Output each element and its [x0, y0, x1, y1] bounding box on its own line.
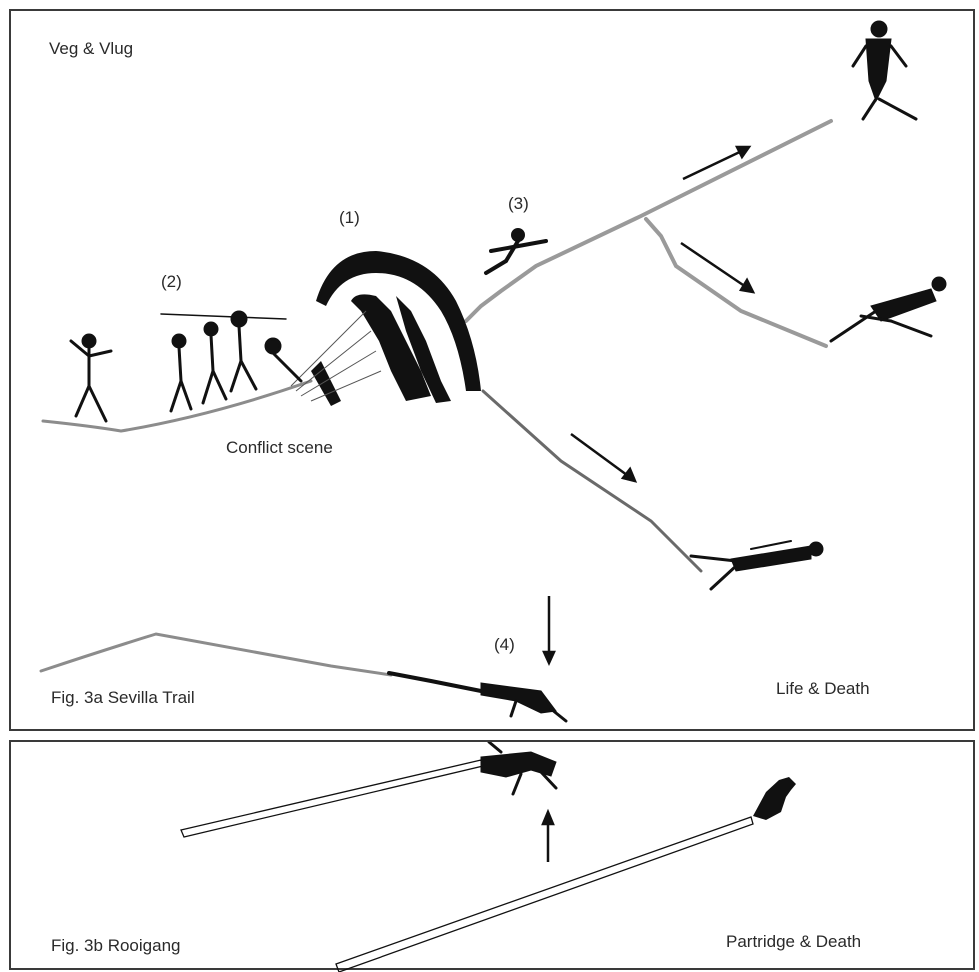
figure-caption-3b: Fig. 3b Rooigang — [51, 936, 180, 956]
bottom-hill-trail — [41, 634, 391, 675]
marker-1: (1) — [339, 208, 360, 228]
reclining-figure-rooigang — [481, 742, 556, 794]
reclining-figure-right — [831, 277, 946, 341]
panel-rooigang: Fig. 3b Rooigang Partridge & Death — [9, 740, 975, 970]
standing-figure-top-right — [853, 21, 916, 119]
arrow-icon-middle — [681, 243, 753, 292]
trail-upper-branch — [646, 219, 826, 346]
marker-4: (4) — [494, 635, 515, 655]
marker-2: (2) — [161, 272, 182, 292]
partridge-icon — [753, 777, 796, 820]
arrow-icon-upper — [683, 147, 749, 179]
label-life-death: Life & Death — [776, 679, 870, 699]
shelter-figure — [311, 251, 481, 406]
arrow-icon-down — [544, 596, 554, 663]
bottom-reclining-figure — [481, 683, 566, 721]
trail-lower — [483, 391, 701, 571]
trail-left — [181, 760, 483, 837]
conflict-figures — [71, 312, 301, 421]
marker-3: (3) — [508, 194, 529, 214]
panel-sevilla-trail: Veg & Vlug (1) (2) (3) (4) Conflict scen… — [9, 9, 975, 731]
bottom-trail-body — [389, 673, 481, 691]
arrow-icon-up — [543, 812, 553, 862]
label-veg-vlug: Veg & Vlug — [49, 39, 133, 59]
label-partridge-death: Partridge & Death — [726, 932, 861, 952]
sevilla-trail-drawing — [11, 11, 977, 733]
trail-right — [336, 817, 753, 972]
reclining-figure-lower — [691, 541, 823, 589]
label-conflict-scene: Conflict scene — [226, 438, 333, 458]
figure-caption-3a: Fig. 3a Sevilla Trail — [51, 688, 195, 708]
